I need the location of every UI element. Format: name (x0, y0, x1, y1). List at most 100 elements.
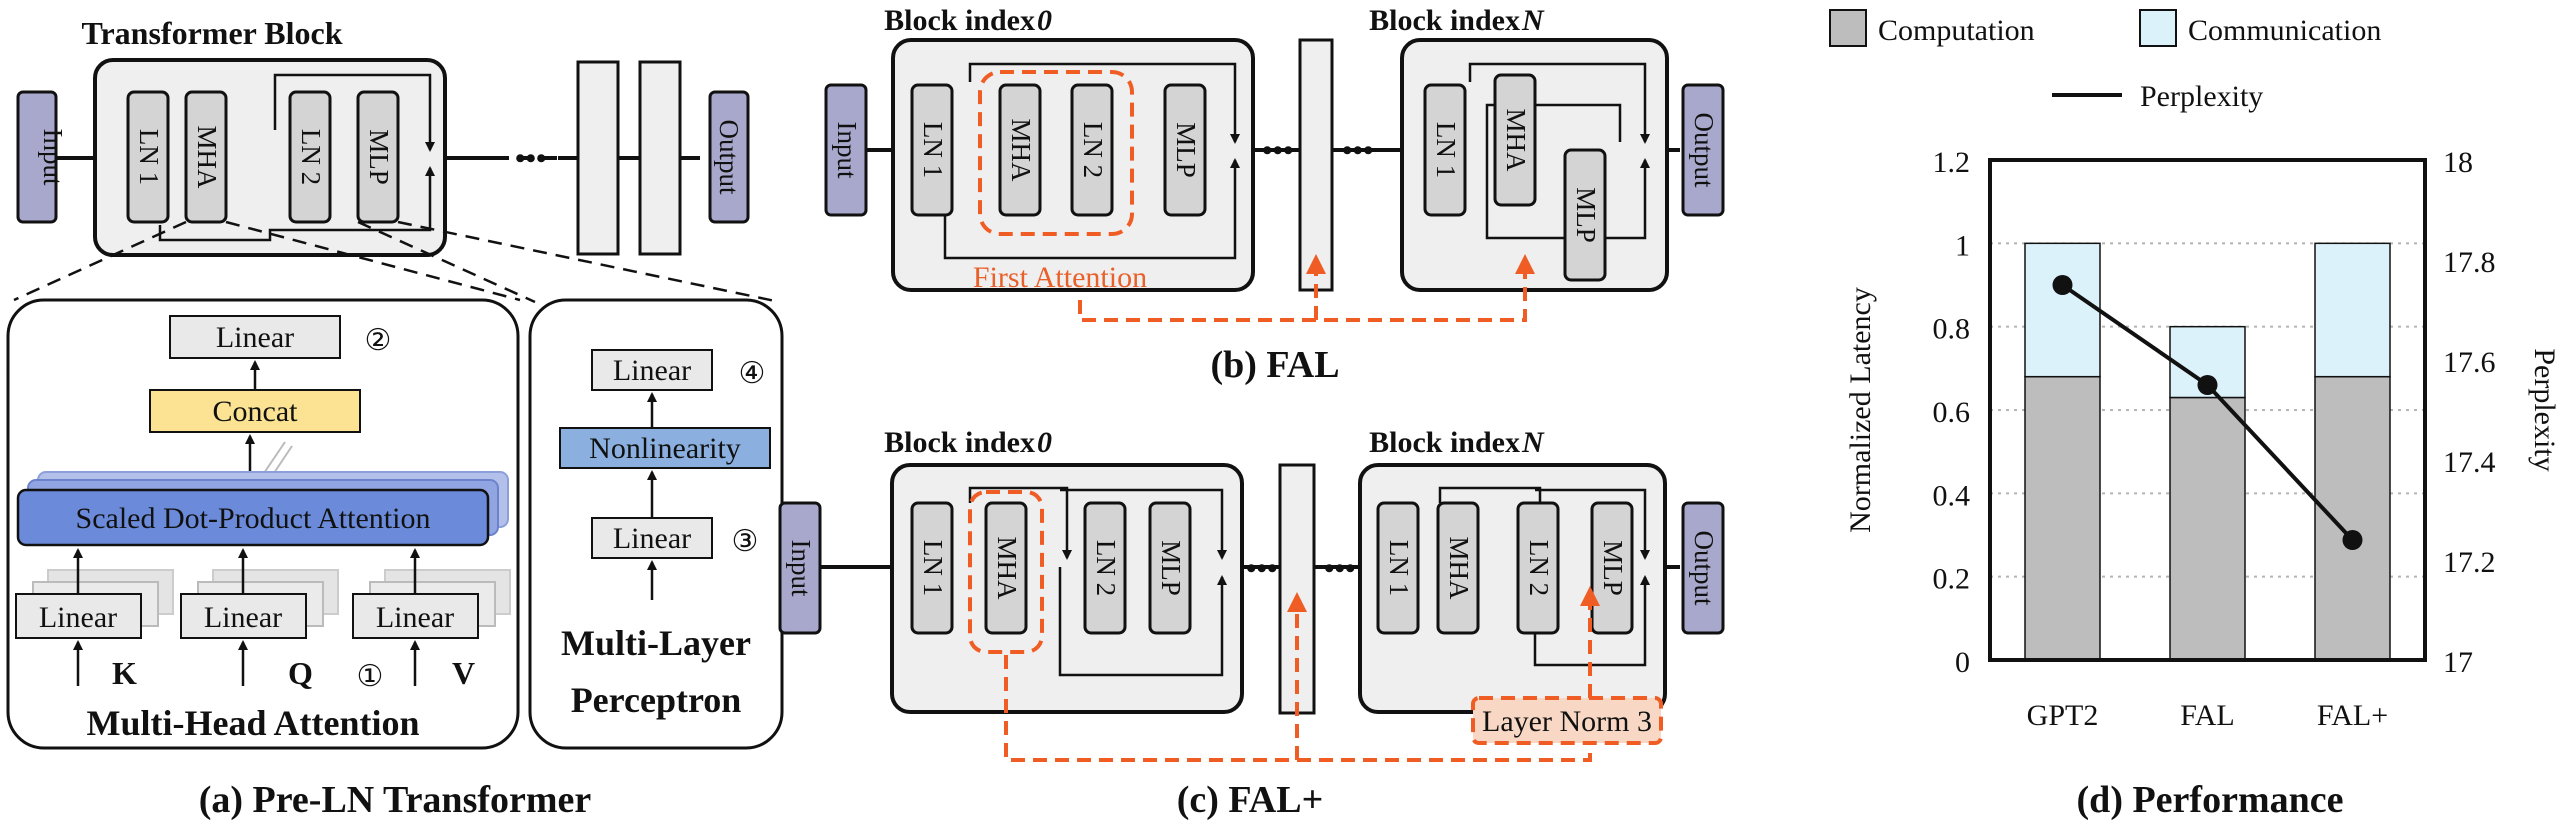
skip-connection-1 (273, 73, 435, 152)
y-tick-2: 0.4 (1933, 479, 1971, 512)
caption-c: (c) FAL+ (1177, 779, 1324, 821)
stacked-block-1 (576, 60, 620, 256)
y-tick-6: 1.2 (1933, 146, 1971, 179)
layer-norm3-box (1471, 696, 1663, 745)
skip-b-1 (968, 62, 1240, 144)
plot-frame (1988, 158, 2427, 662)
bar-communication-gpt2 (2024, 242, 2101, 378)
mlp-label-cN: MLP (1598, 540, 1628, 596)
marker-3: ③ (732, 525, 759, 558)
perplexity-point-gpt2 (2052, 275, 2073, 295)
mlp-box (356, 90, 400, 224)
mha-box (184, 90, 228, 224)
concat-box (149, 389, 361, 433)
caption-d: (d) Performance (2077, 779, 2344, 821)
ln1-box-c (910, 501, 954, 635)
ellipsis-c-1: ••• (1246, 552, 1278, 585)
mlp-linear-top-label: Linear (613, 354, 691, 387)
panel-d: Computation Communication Perplexity 00.… (1829, 9, 2560, 821)
legend-swatch-communication (2139, 9, 2177, 47)
skip-c-2 (1060, 488, 1227, 560)
ln1-label: LN 1 (134, 129, 164, 185)
mha-box-c (984, 501, 1028, 635)
ellipsis-b-2: ••• (1342, 134, 1374, 167)
zoom-line-1 (13, 220, 187, 302)
input-box-c (778, 501, 822, 635)
mha-detail-title: Multi-Head Attention (87, 703, 420, 743)
mha-label-b: MHA (1006, 118, 1036, 182)
block0-title-b: Block index (884, 4, 1035, 37)
panel-a: Transformer Block ••• Input LN 1 MHA LN … (6, 15, 784, 821)
blockN-title-b: Block index (1369, 4, 1520, 37)
mha-label: MHA (192, 125, 222, 189)
skip-c-1 (968, 486, 1072, 560)
bar-computation-gpt2 (2024, 375, 2101, 661)
linear-v-label: Linear (376, 601, 454, 634)
transformer-block-title: Transformer Block (82, 15, 343, 51)
skip-b-2 (943, 158, 1240, 260)
ellipsis-a: ••• (515, 142, 547, 175)
stacked-block-2 (638, 60, 682, 256)
y2-axis-label: Perplexity (2528, 348, 2560, 471)
mha-box-b (998, 83, 1042, 217)
mha-label-c: MHA (992, 536, 1022, 600)
ln2-label-b: LN 2 (1078, 122, 1108, 178)
marker-4: ④ (739, 357, 766, 390)
mha-label-bN: MHA (1501, 108, 1531, 172)
block0-index-c: 0 (1037, 426, 1052, 459)
perplexity-point-falplus (2342, 530, 2363, 550)
y2-tick-5: 18 (2443, 146, 2473, 179)
blockN-title-c: Block index (1369, 426, 1520, 459)
sdpa-label: Scaled Dot-Product Attention (76, 502, 431, 535)
zoom-line-2 (225, 220, 521, 302)
block0-title-c: Block index (884, 426, 1035, 459)
linear-k-group: Linear K (15, 548, 174, 691)
mlp-box-b (1163, 83, 1207, 217)
ln2-box-c (1083, 501, 1127, 635)
skip-b-4 (1485, 103, 1622, 150)
legend-swatch-computation (1829, 9, 1867, 47)
ellipsis-c-2: ••• (1324, 552, 1356, 585)
linear-q-group: Linear Q (180, 548, 339, 691)
first-attention-label: First Attention (973, 261, 1147, 294)
mha-box-bN (1493, 73, 1537, 207)
skip-c-3 (1058, 567, 1227, 677)
ln1-label-c: LN 1 (918, 540, 948, 596)
nonlinearity-label: Nonlinearity (589, 432, 741, 465)
mlp-box-c (1148, 501, 1192, 635)
mha-output-linear-label: Linear (216, 321, 294, 354)
linear-q-label: Linear (204, 601, 282, 634)
mlp-label-c: MLP (1156, 540, 1186, 596)
linear-v-group: Linear V (352, 548, 511, 691)
ln1-label-bN: LN 1 (1431, 122, 1461, 178)
ln2-box-cN (1516, 501, 1560, 635)
linear-q-box (180, 593, 307, 639)
middle-block-c (1278, 463, 1316, 715)
ln1-label-cN: LN 1 (1384, 540, 1414, 596)
linear-k-box (15, 593, 142, 639)
concat-label: Concat (213, 395, 299, 428)
y2-tick-4: 17.8 (2443, 246, 2496, 279)
y2-tick-2: 17.4 (2443, 446, 2496, 479)
ln2-box-b (1070, 83, 1114, 217)
y-tick-4: 0.8 (1933, 313, 1971, 346)
input-box (16, 90, 58, 224)
mha-label-cN: MHA (1444, 536, 1474, 600)
perplexity-point-fal (2197, 375, 2218, 395)
bar-computation-fal (2169, 396, 2246, 661)
y2-tick-0: 17 (2443, 646, 2473, 679)
chart-bars (2024, 242, 2391, 661)
mha-box-cN (1436, 501, 1480, 635)
nonlinearity-box (559, 427, 771, 469)
y-tick-labels: 00.20.40.60.811.2 (1933, 146, 1971, 679)
x-tick-0: GPT2 (2027, 699, 2099, 732)
output-box-c (1681, 501, 1725, 635)
k-label: K (112, 655, 137, 691)
blockN-index-c: N (1521, 426, 1545, 459)
mlp-linear-bottom (591, 517, 713, 559)
q-label: Q (288, 655, 313, 691)
y-tick-3: 0.6 (1933, 396, 1971, 429)
skip-connection-2 (158, 166, 435, 242)
y2-tick-1: 17.2 (2443, 546, 2496, 579)
